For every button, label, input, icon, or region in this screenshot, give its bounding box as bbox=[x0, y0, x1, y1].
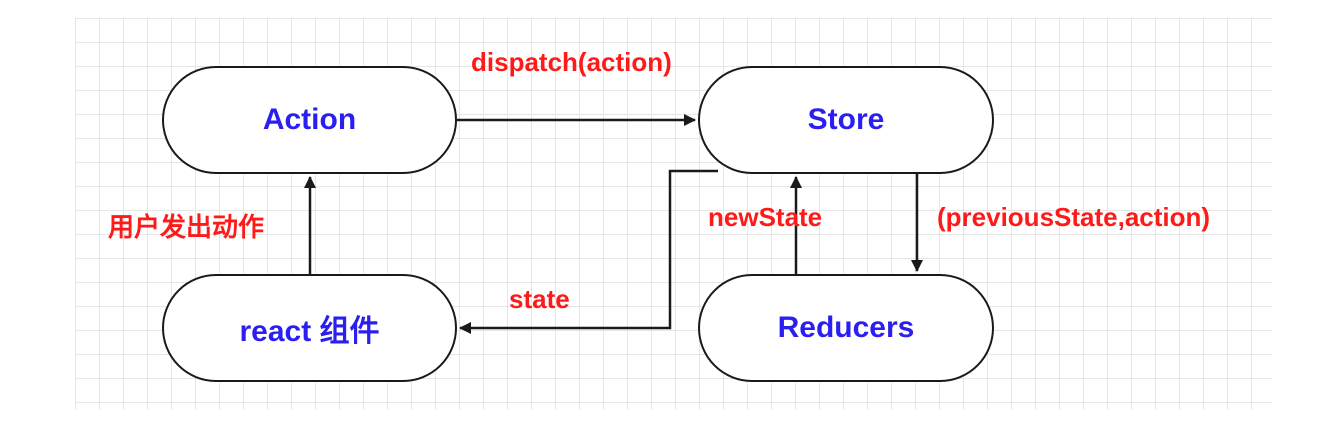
state-label: state bbox=[509, 284, 570, 314]
user-action-label: 用户发出动作 bbox=[108, 212, 265, 242]
store-node: Store bbox=[698, 66, 994, 174]
arrow-store-to-component bbox=[459, 169, 718, 334]
action-node: Action bbox=[162, 66, 457, 174]
previous-state-action-label: (previousState,action) bbox=[937, 202, 1211, 232]
new-state-label: newState bbox=[708, 202, 823, 232]
reducers-node: Reducers bbox=[698, 274, 994, 382]
react-component-node: react 组件 bbox=[162, 274, 457, 382]
dispatch-label: dispatch(action) bbox=[471, 47, 672, 77]
